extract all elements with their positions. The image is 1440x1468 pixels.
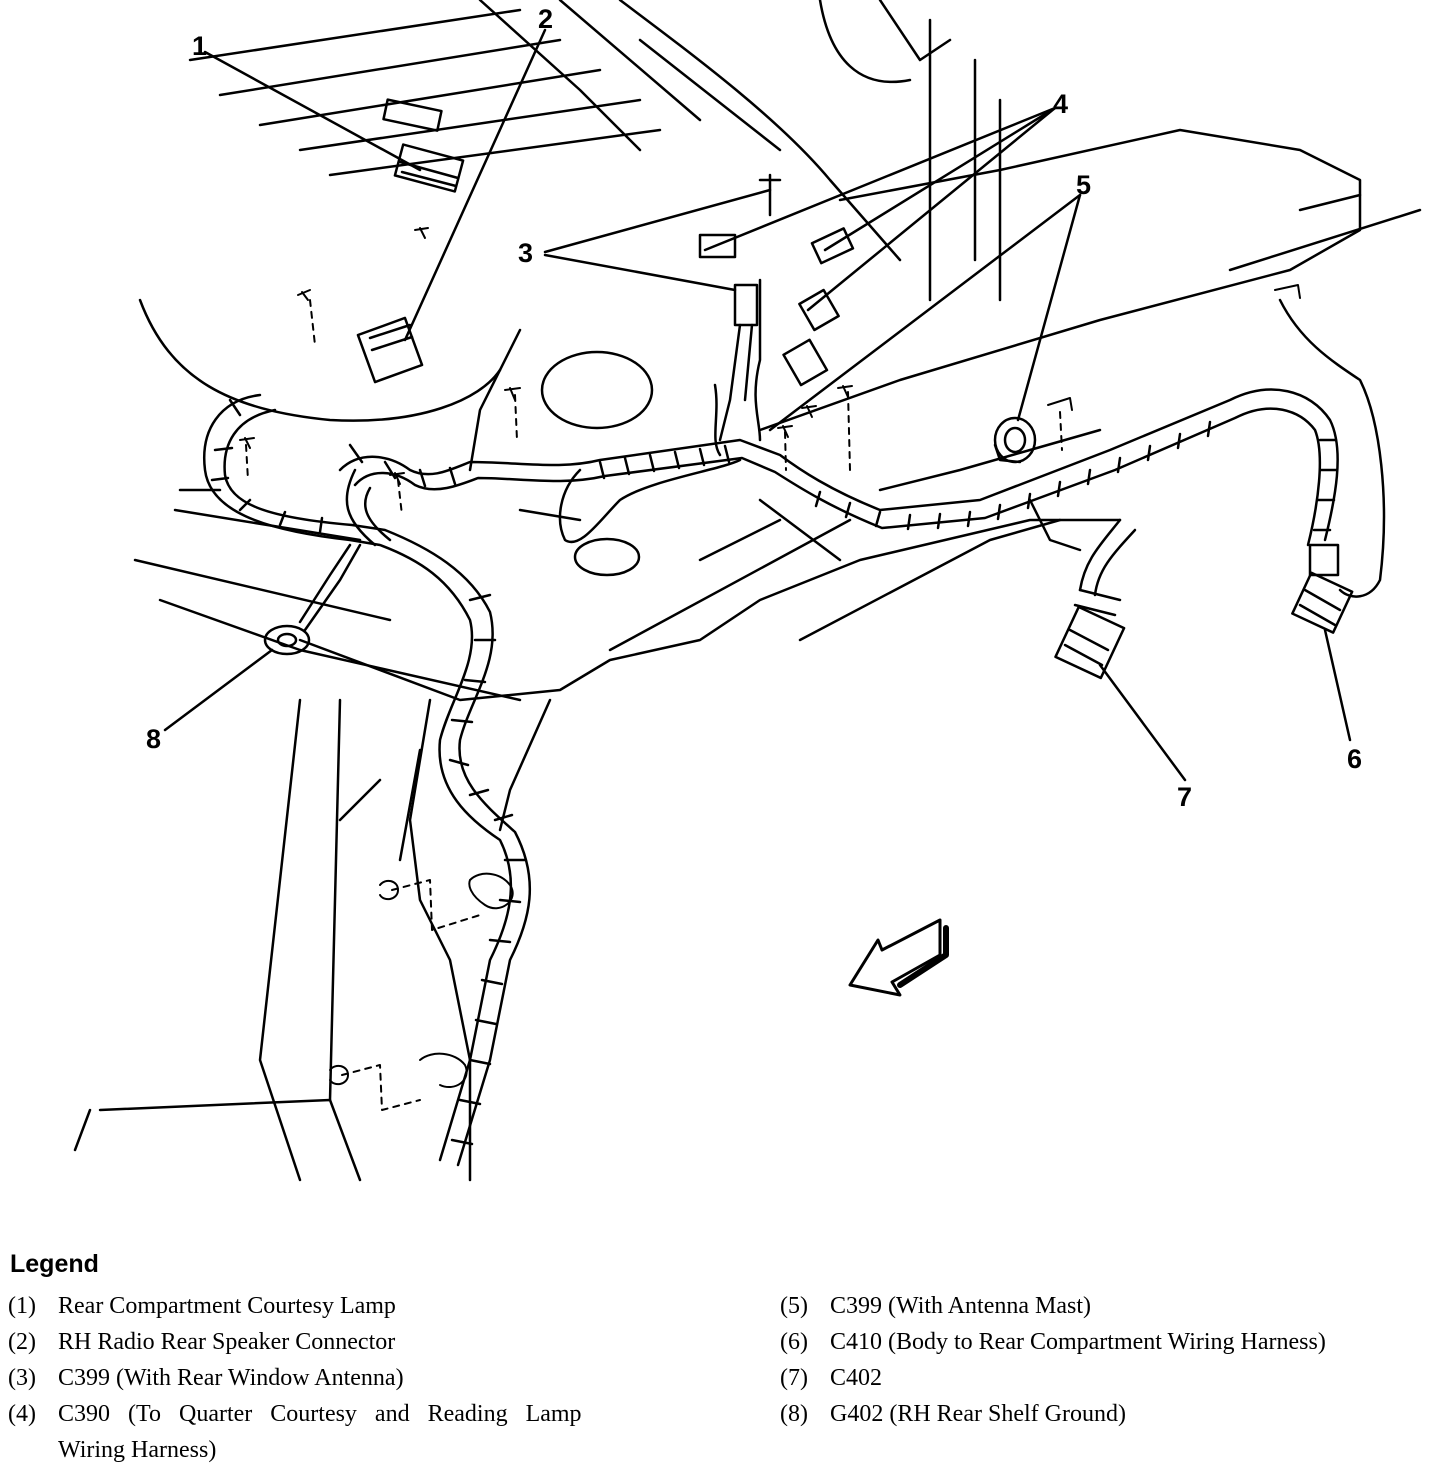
leader-4a (703, 106, 1057, 252)
legend-item-text: C402 (830, 1365, 883, 1391)
legend-item-text-continued: Wiring Harness) (58, 1437, 217, 1463)
legend-item-number: (7) (780, 1365, 808, 1391)
legend-item-text: C390 (To Quarter Courtesy and Reading La… (58, 1401, 582, 1427)
callout-5: 5 (1076, 170, 1091, 200)
callout-6: 6 (1347, 744, 1362, 774)
antenna-mast-connector (993, 416, 1037, 464)
leader-4b (823, 106, 1057, 252)
leader-5b (1016, 193, 1082, 422)
c402-connector (1054, 588, 1126, 680)
leader-2 (403, 28, 547, 342)
fastener-clips (239, 227, 1301, 1088)
leader-4c (806, 106, 1057, 312)
speaker-connector (356, 316, 424, 384)
callout-7: 7 (1177, 782, 1192, 812)
legend-item-text: C399 (With Rear Window Antenna) (58, 1365, 404, 1391)
callout-8: 8 (146, 724, 161, 754)
legend-item-text: Rear Compartment Courtesy Lamp (58, 1293, 396, 1319)
legend-item-number: (8) (780, 1401, 808, 1427)
leader-3b (543, 253, 737, 292)
leader-7 (1098, 663, 1187, 782)
callout-numbers: 1 2 3 4 5 6 7 8 (146, 4, 1362, 812)
legend-item-number: (4) (8, 1401, 36, 1427)
leader-6 (1323, 628, 1352, 742)
wiring-harness-illustration: 1 2 3 4 5 6 7 8 (73, 0, 1422, 1182)
legend-item-text: RH Radio Rear Speaker Connector (58, 1329, 396, 1355)
antenna-lead-connectors (698, 173, 855, 457)
leader-1 (203, 50, 422, 172)
legend-item-number: (5) (780, 1293, 808, 1319)
body-panel-lines (73, 0, 1422, 1182)
callout-4: 4 (1053, 89, 1068, 119)
legend-item-number: (2) (8, 1329, 36, 1355)
callout-3: 3 (518, 238, 533, 268)
legend-item-text: C399 (With Antenna Mast) (830, 1293, 1091, 1319)
legend-item-number: (1) (8, 1293, 36, 1319)
ground-eyelet (263, 543, 362, 656)
courtesy-lamp (382, 98, 465, 193)
legend: Legend (1) Rear Compartment Courtesy Lam… (0, 1250, 1440, 1463)
legend-title: Legend (10, 1250, 99, 1278)
legend-item-text: G402 (RH Rear Shelf Ground) (830, 1401, 1126, 1427)
c410-connector (1291, 543, 1354, 634)
leader-8 (163, 648, 274, 732)
legend-item-number: (6) (780, 1329, 808, 1355)
leader-5a (768, 193, 1082, 432)
leader-3a (543, 188, 772, 254)
fastener-dash-lines (245, 299, 1063, 1111)
callout-1: 1 (192, 31, 207, 61)
legend-item-number: (3) (8, 1365, 36, 1391)
legend-item-text: C410 (Body to Rear Compartment Wiring Ha… (830, 1329, 1326, 1355)
callout-leader-lines (163, 28, 1352, 782)
forward-direction-arrow (848, 918, 949, 997)
callout-2: 2 (538, 4, 553, 34)
access-holes (540, 350, 654, 577)
